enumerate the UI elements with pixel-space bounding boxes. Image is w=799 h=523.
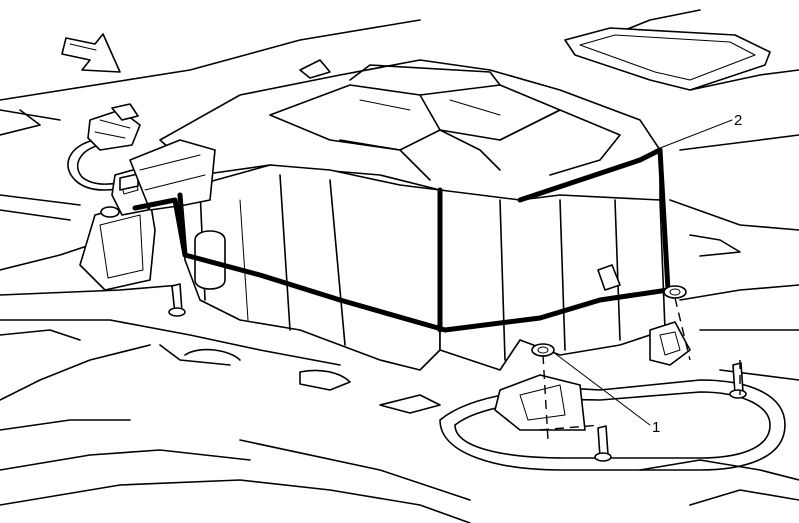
- front-direction-arrow-icon: [61, 33, 121, 73]
- installation-center-lines: [539, 297, 741, 441]
- right-hold-down-bracket: [494, 321, 691, 431]
- callout-2: 2: [734, 112, 742, 129]
- hold-down-strap: [132, 147, 671, 333]
- callout-1: 1: [652, 419, 660, 436]
- floor-access-panel: [564, 27, 771, 91]
- vehicle-floor-background: [0, 9, 799, 523]
- wiring-harness: [67, 103, 141, 191]
- bolt-fasteners: [168, 283, 747, 462]
- callout-labels: 1 2: [652, 112, 742, 436]
- callout-leaders: [552, 119, 733, 426]
- battery-cover: [119, 59, 666, 371]
- nut-fasteners: [100, 206, 687, 357]
